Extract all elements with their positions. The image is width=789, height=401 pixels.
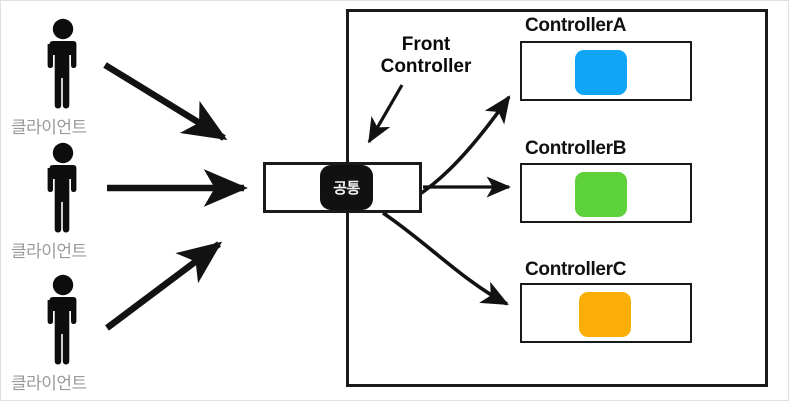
front-controller-annotation: Front Controller [366, 34, 486, 78]
controller-a-label: ControllerA [525, 15, 627, 36]
controller-c-label: ControllerC [525, 259, 627, 280]
arrow-client3-to-front-controller [105, 241, 223, 331]
common-chip[interactable]: 공통 [320, 165, 373, 210]
front-controller-annotation-line1: Front [401, 34, 451, 55]
client-label-2: 클라이언트 [11, 242, 87, 262]
arrow-client1-to-front-controller [103, 62, 228, 141]
person-icon [47, 142, 77, 233]
person-icon [47, 18, 77, 109]
controller-b-swatch [575, 172, 627, 217]
controller-b-box[interactable] [520, 163, 692, 223]
controller-a-box[interactable] [520, 41, 692, 101]
person-icon [47, 274, 77, 365]
arrow-front-controller-to-controller-c [382, 211, 509, 306]
controller-c-swatch [579, 292, 631, 337]
arrow-annotation-front-controller [367, 84, 404, 144]
front-controller-annotation-line2: Controller [380, 55, 472, 77]
controller-a-swatch [575, 50, 627, 95]
controller-c-box[interactable] [520, 283, 692, 343]
common-chip-label: 공통 [333, 179, 360, 197]
client-label-1: 클라이언트 [11, 118, 87, 138]
client-label-3: 클라이언트 [11, 374, 87, 394]
controller-b-label: ControllerB [525, 138, 627, 159]
